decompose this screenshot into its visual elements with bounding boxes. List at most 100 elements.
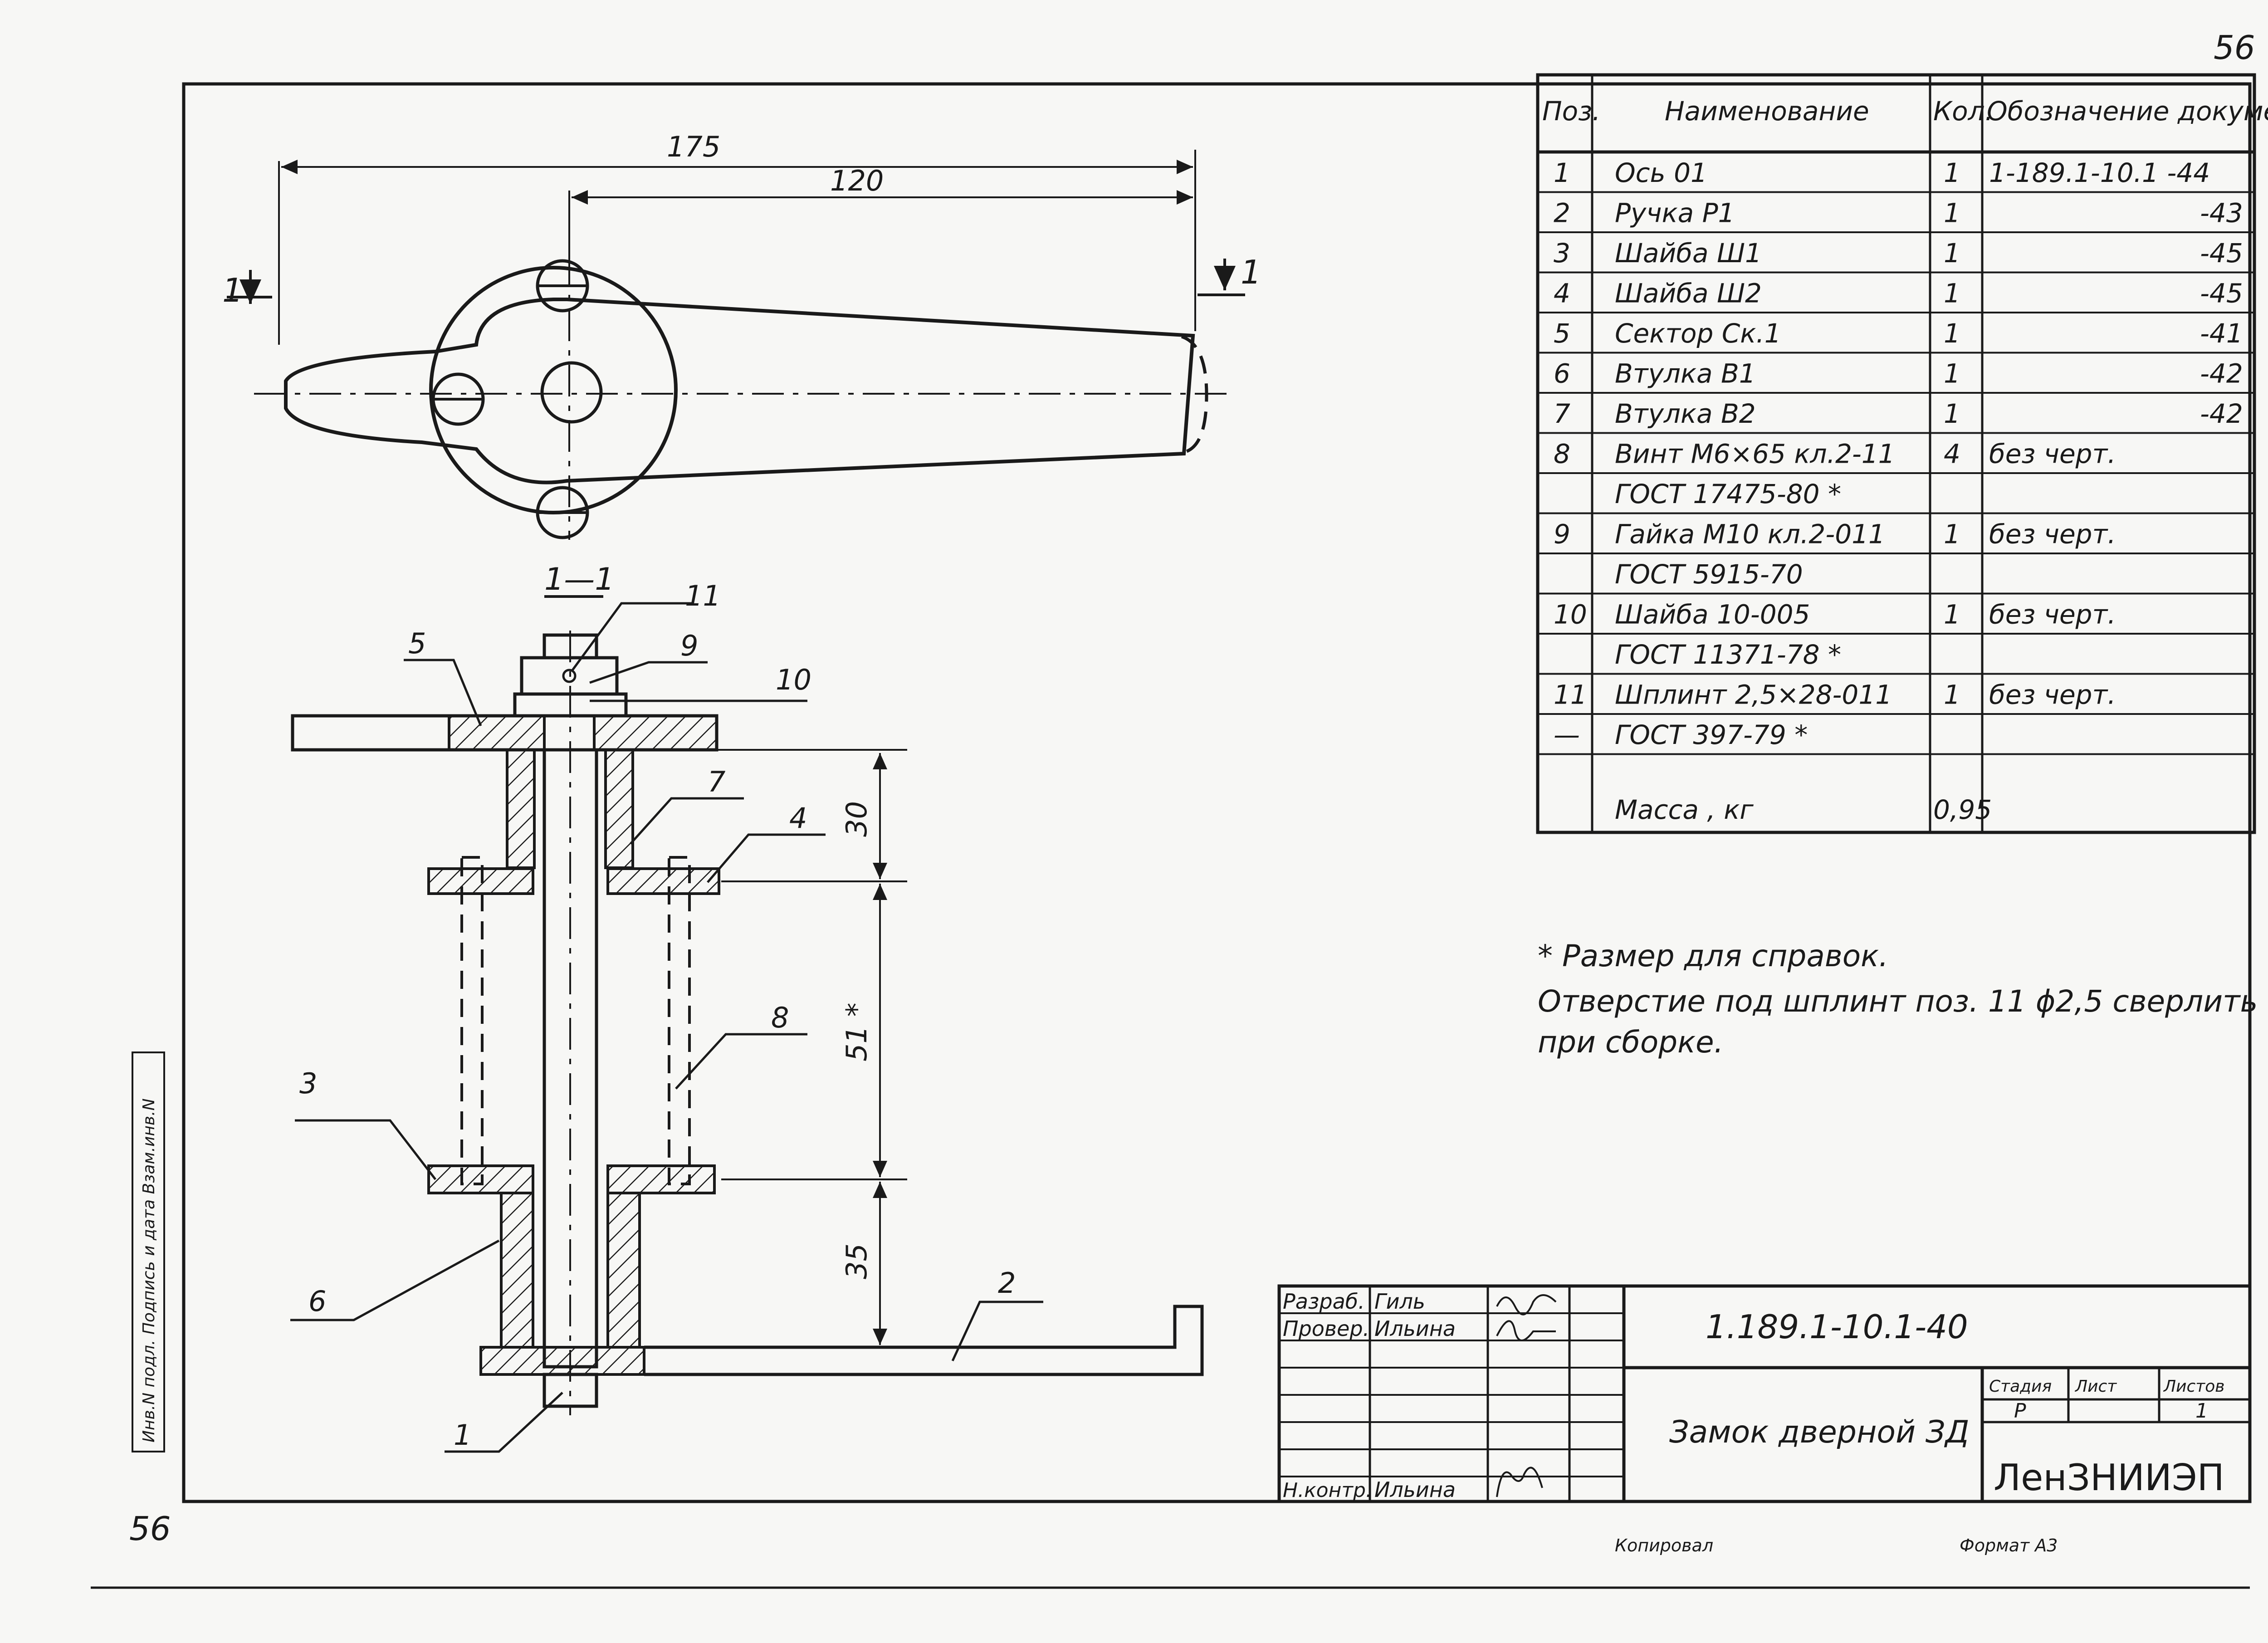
cell-name: ГОСТ 5915-70 (1615, 559, 1803, 590)
callout-6: 6 (308, 1285, 326, 1318)
callout-9: 9 (680, 629, 698, 662)
callout-8: 8 (771, 1001, 789, 1034)
cell-doc: без черт. (1989, 439, 2116, 469)
dim-30-label: 30 (840, 801, 873, 837)
org-name: ЛенЗНИИЭП (1994, 1457, 2224, 1499)
plan-axle-hole (540, 361, 603, 424)
cell-pos: 4 (1554, 278, 1570, 309)
sector-plate-hatch-left (448, 714, 546, 751)
col-header-qty: Кол. (1933, 96, 1993, 127)
dim-35-label: 35 (840, 1243, 873, 1279)
sleeve-7-right (604, 748, 634, 869)
doc-title: Замок дверной ЗД (1669, 1414, 1970, 1450)
binding-strip (132, 1051, 165, 1452)
callout-5: 5 (408, 627, 426, 660)
doc-designation: 1.189.1-10.1-40 (1706, 1308, 1968, 1346)
name-checker: Ильина (1374, 1316, 1456, 1341)
sheet-label: Лист (2074, 1377, 2117, 1396)
handle-hub (479, 1346, 645, 1376)
plan-bolt (431, 372, 485, 426)
cell-name: ГОСТ 397-79 * (1615, 719, 1808, 750)
sector-plate-hatch-right (593, 714, 718, 751)
cell-pos: — (1554, 719, 1580, 750)
page-number-top: 56 (2214, 29, 2255, 67)
cell-name: Шайба 10-005 (1615, 599, 1810, 630)
screw-8-left (460, 856, 484, 1185)
dim-120-label: 120 (830, 164, 884, 197)
cell-doc: -43 (2200, 198, 2243, 229)
signature (1496, 1467, 1543, 1497)
cell-qty: 1 (1944, 318, 1960, 349)
cell-pos: 8 (1554, 439, 1570, 469)
mass-value: 0,95 (1933, 794, 1992, 825)
sheets-label: Листов (2163, 1377, 2224, 1396)
sleeve-7-left (506, 748, 536, 869)
cell-pos: 5 (1554, 318, 1570, 349)
callout-7: 7 (708, 765, 725, 798)
cell-name: Шайба Ш1 (1615, 238, 1762, 269)
col-header-pos: Поз. (1542, 96, 1600, 127)
callout-2: 2 (998, 1266, 1016, 1300)
cell-pos: 10 (1554, 599, 1587, 630)
sheet-frame (182, 82, 2252, 1503)
plan-bolt (536, 486, 589, 539)
callout-11: 11 (685, 579, 721, 612)
sleeve-6-right (606, 1192, 641, 1349)
cell-qty: 1 (1944, 519, 1960, 550)
section-mark-right: 1 (1241, 253, 1261, 291)
cell-qty: 1 (1944, 358, 1960, 389)
cell-qty: 1 (1944, 599, 1960, 630)
section-mark-left: 1 (222, 271, 243, 309)
callout-4: 4 (789, 802, 807, 835)
cell-pos: 6 (1554, 358, 1570, 389)
washer-3-left (427, 1164, 534, 1194)
binding-strip-text: Инв.N подл. Подпись и дата Взам.инв.N (140, 1098, 158, 1443)
cell-qty: 1 (1944, 398, 1960, 429)
cell-qty: 1 (1944, 680, 1960, 710)
cell-name: ГОСТ 11371-78 * (1615, 639, 1841, 670)
axle-bottom (543, 1373, 598, 1408)
cell-name: Ручка Р1 (1615, 198, 1735, 229)
signature (1496, 1294, 1557, 1315)
callout-10: 10 (776, 663, 811, 696)
cell-doc: без черт. (1989, 680, 2116, 710)
cotter-pin-hole (562, 669, 577, 683)
cell-pos: 9 (1554, 519, 1570, 550)
plan-view: 175 120 1 1 (222, 130, 1261, 540)
role-norm-control: Н.контр. (1283, 1479, 1372, 1502)
title-block: Разраб. Гиль Провер. Ильина Н.контр. Иль… (1277, 1284, 2252, 1503)
name-developer: Гиль (1374, 1289, 1425, 1314)
note-line-2: Отверстие под шплинт поз. 11 ϕ2,5 сверли… (1538, 984, 2258, 1019)
cell-name: ГОСТ 17475-80 * (1615, 479, 1841, 509)
mass-label: Масса , кг (1615, 794, 1754, 825)
col-header-name: Наименование (1665, 96, 1869, 127)
cell-qty: 1 (1944, 157, 1960, 188)
cell-name: Шайба Ш2 (1615, 278, 1762, 309)
cell-qty: 1 (1944, 278, 1960, 309)
washer-4-right (606, 867, 720, 895)
section-title: 1—1 (544, 562, 615, 597)
cell-doc: без черт. (1989, 599, 2116, 630)
cell-pos: 11 (1554, 680, 1587, 710)
cell-pos: 1 (1554, 157, 1570, 188)
plan-bolt (536, 259, 589, 313)
signature (1496, 1320, 1556, 1341)
stage-value: Р (2014, 1399, 2026, 1423)
washer-3-right (606, 1164, 716, 1194)
callout-1: 1 (454, 1418, 471, 1452)
cell-doc: -45 (2200, 238, 2243, 269)
footer-copied: Копировал (1615, 1535, 1713, 1555)
name-norm-control: Ильина (1374, 1477, 1456, 1502)
cell-doc: 1-189.1-10.1 -44 (1989, 157, 2210, 188)
cell-doc: -42 (2200, 358, 2243, 389)
col-header-doc: Обозначение документа (1987, 96, 2268, 127)
page-number-bottom: 56 (129, 1510, 171, 1548)
handle-2 (644, 1305, 1204, 1376)
cell-pos: 2 (1554, 198, 1570, 229)
cell-qty: 1 (1944, 238, 1960, 269)
notes: * Размер для справок. Отверстие под шпли… (1538, 939, 2258, 1060)
cell-qty: 1 (1944, 198, 1960, 229)
